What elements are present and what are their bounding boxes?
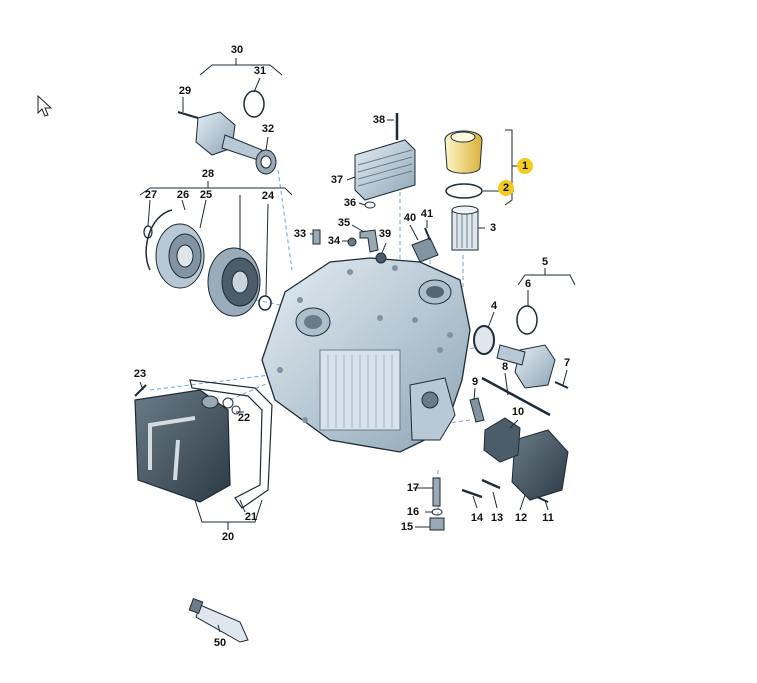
part-label-27[interactable]: 27 (144, 189, 158, 201)
group-brackets (139, 58, 576, 633)
part-label-33[interactable]: 33 (293, 228, 307, 240)
part-label-31[interactable]: 31 (253, 65, 267, 77)
sealant-tube (188, 598, 249, 643)
part-label-41[interactable]: 41 (420, 208, 434, 220)
part-label-22[interactable]: 22 (237, 412, 251, 424)
part-label-13[interactable]: 13 (490, 512, 504, 524)
part-label-23[interactable]: 23 (133, 368, 147, 380)
part-label-50[interactable]: 50 (213, 637, 227, 649)
part-label-1[interactable]: 1 (517, 158, 533, 174)
part-label-7[interactable]: 7 (563, 357, 571, 369)
part-label-20[interactable]: 20 (221, 531, 235, 543)
part-label-21[interactable]: 21 (244, 511, 258, 523)
part-label-2[interactable]: 2 (498, 180, 514, 196)
part-label-24[interactable]: 24 (261, 190, 275, 202)
part-label-37[interactable]: 37 (330, 174, 344, 186)
side-cover (461, 397, 569, 503)
part-label-32[interactable]: 32 (261, 123, 275, 135)
part-label-30[interactable]: 30 (230, 44, 244, 56)
part-label-29[interactable]: 29 (178, 85, 192, 97)
part-label-16[interactable]: 16 (406, 506, 420, 518)
transmission-housing (261, 257, 471, 453)
oil-filter-housing (444, 130, 483, 251)
part-label-4[interactable]: 4 (490, 300, 498, 312)
part-label-5[interactable]: 5 (541, 256, 549, 268)
part-label-15[interactable]: 15 (400, 521, 414, 533)
part-label-38[interactable]: 38 (372, 114, 386, 126)
oil-pan-cover (134, 379, 273, 509)
small-parts (312, 227, 439, 264)
part-label-3[interactable]: 3 (489, 222, 497, 234)
part-label-9[interactable]: 9 (471, 376, 479, 388)
part-label-25[interactable]: 25 (199, 189, 213, 201)
part-label-39[interactable]: 39 (378, 228, 392, 240)
part-label-14[interactable]: 14 (470, 512, 484, 524)
part-label-8[interactable]: 8 (501, 361, 509, 373)
part-label-11[interactable]: 11 (542, 512, 554, 524)
part-label-28[interactable]: 28 (201, 168, 215, 180)
mouse-cursor-icon (37, 94, 53, 117)
oil-cooler (354, 113, 416, 209)
part-label-17[interactable]: 17 (406, 482, 420, 494)
part-label-12[interactable]: 12 (514, 512, 528, 524)
part-label-6[interactable]: 6 (524, 278, 532, 290)
part-label-34[interactable]: 34 (327, 235, 341, 247)
part-label-26[interactable]: 26 (176, 189, 190, 201)
drive-flange-right (473, 305, 569, 417)
clutch-assembly (143, 209, 272, 317)
part-label-35[interactable]: 35 (337, 217, 351, 229)
part-label-10[interactable]: 10 (511, 406, 525, 418)
drain-bolts (429, 477, 445, 531)
part-label-40[interactable]: 40 (403, 212, 417, 224)
part-label-36[interactable]: 36 (343, 197, 357, 209)
